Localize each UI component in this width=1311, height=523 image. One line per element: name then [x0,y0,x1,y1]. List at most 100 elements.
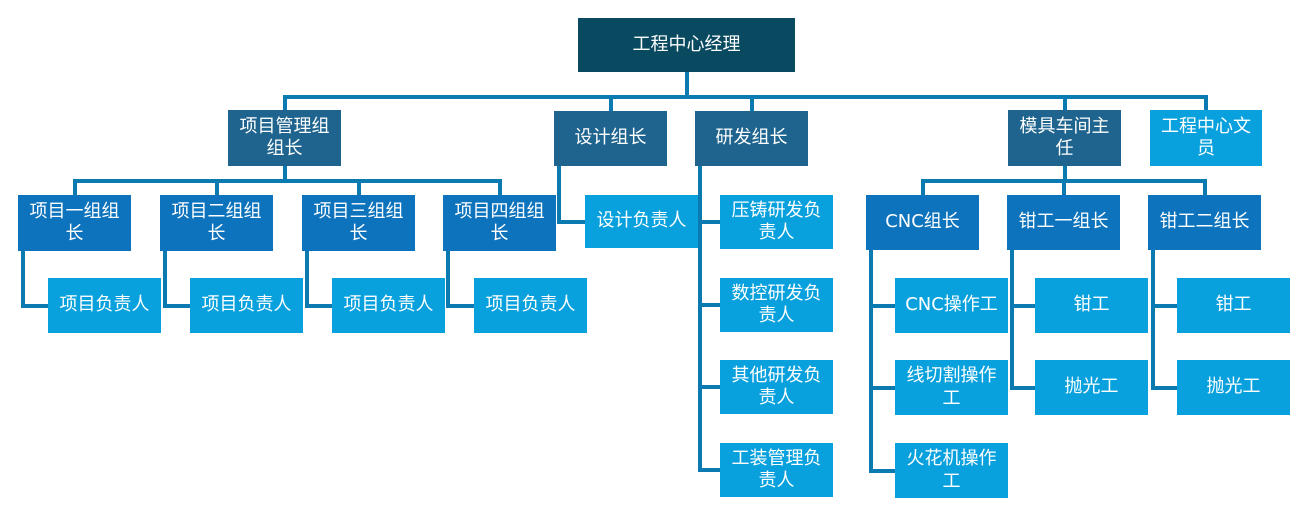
org-node-center-clerk: 工程中心文员 [1150,110,1262,166]
org-node-label: 工程中心文员 [1161,115,1251,160]
connector-line [305,251,309,308]
connector-line [1010,385,1035,390]
connector-line [869,385,895,390]
connector-line [698,468,720,472]
connector-line [698,385,720,389]
connector-line [1062,166,1067,183]
connector-line [869,468,895,473]
org-node-label: 设计组长 [574,127,647,149]
org-node-edm-operator: 火花机操作工 [895,443,1008,498]
connector-line [72,179,502,183]
org-node-polisher2: 抛光工 [1177,360,1290,415]
org-node-wirecut-operator: 线切割操作工 [895,360,1008,415]
org-node-label: 设计负责人 [596,210,687,232]
org-node-project-lead2: 项目负责人 [190,278,303,333]
org-node-label: 火花机操作工 [906,448,997,492]
connector-line [163,251,167,308]
connector-line [282,166,287,183]
connector-line [72,181,77,195]
org-node-manager: 工程中心经理 [578,18,795,72]
org-node-label: 压铸研发负责人 [731,199,822,244]
org-node-fitter-group2-leader: 钳工二组长 [1148,195,1261,250]
connector-line [282,95,1208,99]
org-node-design-leader: 设计组长 [554,111,667,166]
org-node-project-group4-leader: 项目四组组长 [443,195,556,251]
connector-line [356,181,361,195]
org-node-project-group1-leader: 项目一组组长 [18,195,131,251]
org-node-label: 工装管理负责人 [731,447,822,492]
connector-line [214,181,219,195]
org-node-label: 抛光工 [1206,376,1261,398]
org-node-label: 研发组长 [715,127,788,149]
org-node-label: 项目负责人 [201,294,292,316]
connector-line [446,303,474,308]
org-node-label: 项目负责人 [59,294,150,316]
connector-line [1061,181,1066,195]
org-node-mold-workshop-director: 模具车间主任 [1008,110,1121,166]
org-node-project-group2-leader: 项目二组组长 [160,195,273,251]
connector-line [305,303,332,308]
org-node-cnc-leader: CNC组长 [866,195,979,250]
org-node-label: 项目管理组组长 [239,115,330,160]
org-node-project-mgmt-leader: 项目管理组组长 [228,110,341,166]
connector-line [1202,181,1207,195]
org-node-label: 项目负责人 [343,294,434,316]
org-node-diecast-rnd-lead: 压铸研发负责人 [720,195,833,249]
org-node-label: 钳工 [1215,294,1252,316]
org-node-cnc-operator: CNC操作工 [895,278,1008,333]
connector-line [1204,97,1208,110]
org-node-project-lead1: 项目负责人 [48,278,161,333]
org-node-label: CNC操作工 [905,294,998,316]
org-node-label: 模具车间主任 [1019,115,1110,160]
connector-line [684,72,689,99]
connector-line [1151,303,1177,308]
org-node-label: 项目二组组长 [171,200,262,245]
org-node-project-lead4: 项目负责人 [474,278,587,333]
connector-line [282,97,287,110]
org-node-label: 项目一组组长 [29,200,120,245]
connector-line [698,220,720,224]
connector-line [1151,250,1155,390]
org-node-label: 其他研发负责人 [731,364,822,409]
org-node-design-lead: 设计负责人 [585,195,698,248]
connector-line [698,166,702,472]
connector-line [21,251,25,308]
org-node-tooling-mgmt-lead: 工装管理负责人 [720,443,833,497]
connector-line [497,181,502,195]
org-node-fitter-group1-leader: 钳工一组长 [1007,195,1120,250]
connector-line [920,181,925,195]
org-node-other-rnd-lead: 其他研发负责人 [720,360,833,414]
org-node-label: 线切割操作工 [906,365,997,409]
connector-line [446,251,450,308]
org-node-label: 钳工二组长 [1159,211,1250,233]
connector-line [163,303,190,308]
org-node-fitter2: 钳工 [1177,278,1290,333]
connector-line [557,166,561,224]
connector-line [1062,97,1067,110]
org-node-fitter1: 钳工 [1035,278,1148,333]
org-node-label: 钳工 [1073,294,1110,316]
org-node-label: 抛光工 [1064,376,1119,398]
org-node-label: 数控研发负责人 [731,282,822,327]
org-node-label: 工程中心经理 [632,33,741,55]
connector-line [1010,250,1014,390]
connector-line [749,97,754,111]
org-node-label: 钳工一组长 [1018,211,1109,233]
connector-line [1010,303,1035,308]
org-node-polisher1: 抛光工 [1035,360,1148,415]
org-node-label: CNC组长 [885,211,960,233]
org-node-rnd-leader: 研发组长 [695,111,808,166]
connector-line [21,303,48,308]
connector-line [869,250,873,473]
org-node-project-group3-leader: 项目三组组长 [302,195,415,251]
connector-line [1151,385,1177,390]
org-node-cnc-rnd-lead: 数控研发负责人 [720,278,833,332]
connector-line [557,219,585,224]
connector-line [869,303,895,308]
org-node-label: 项目四组组长 [454,200,545,245]
org-node-label: 项目负责人 [485,294,576,316]
org-node-label: 项目三组组长 [313,200,404,245]
org-node-project-lead3: 项目负责人 [332,278,445,333]
connector-line [698,303,720,307]
